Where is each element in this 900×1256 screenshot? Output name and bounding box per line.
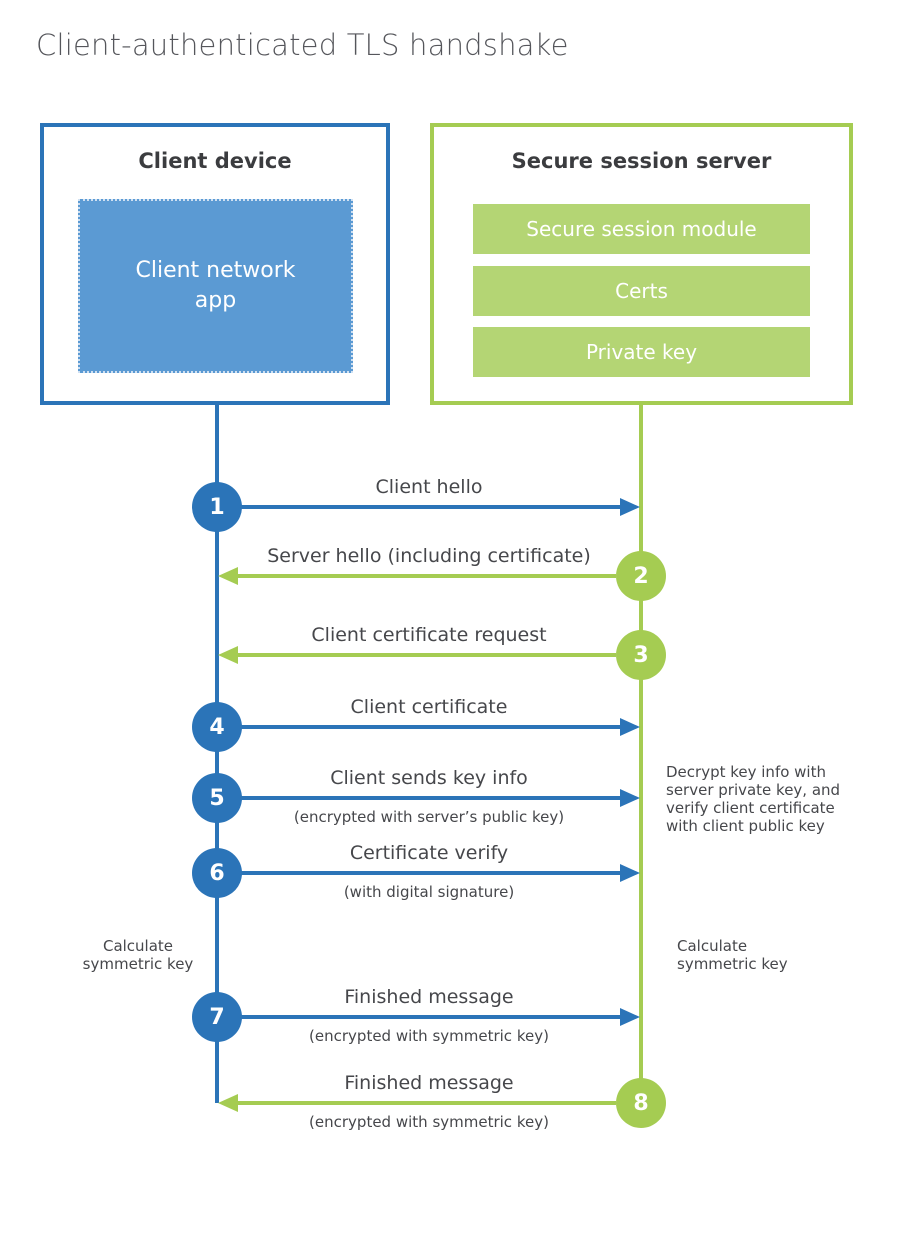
client-device-title: Client device xyxy=(138,149,292,173)
message-sub-finished-message-client: (encrypted with symmetric key) xyxy=(309,1027,549,1045)
arrowhead-left-icon xyxy=(218,567,238,585)
secure-session-server-box: Secure session server Secure session mod… xyxy=(430,123,853,405)
note-calculate-symmetric-key-server: Calculate symmetric key xyxy=(677,937,788,973)
message-label-certificate-verify: Certificate verify xyxy=(349,842,509,864)
client-network-app-label: Client network app xyxy=(135,258,296,313)
secure-session-server-title: Secure session server xyxy=(511,149,772,173)
arrowhead-right-icon xyxy=(620,498,640,516)
arrow-finished-message-server xyxy=(238,1101,616,1105)
message-label-finished-message-server: Finished message xyxy=(344,1072,514,1094)
step-circle-7: 7 xyxy=(192,992,242,1042)
step-circle-5: 5 xyxy=(192,773,242,823)
step-circle-1: 1 xyxy=(192,482,242,532)
arrow-server-hello xyxy=(238,574,616,578)
message-label-client-hello: Client hello xyxy=(375,476,483,498)
message-sub-certificate-verify: (with digital signature) xyxy=(343,883,515,901)
arrow-client-sends-key-info xyxy=(240,796,620,800)
arrow-client-hello xyxy=(240,505,620,509)
message-sub-finished-message-server: (encrypted with symmetric key) xyxy=(309,1113,549,1131)
client-network-app-box: Client network app xyxy=(78,199,353,373)
arrowhead-right-icon xyxy=(620,718,640,736)
client-device-box: Client device Client network app xyxy=(40,123,390,405)
message-sub-client-sends-key-info: (encrypted with server’s public key) xyxy=(293,808,565,826)
arrowhead-right-icon xyxy=(620,789,640,807)
note-calculate-symmetric-key-client: Calculate symmetric key xyxy=(82,937,194,973)
message-label-client-sends-key-info: Client sends key info xyxy=(330,767,528,789)
step-circle-4: 4 xyxy=(192,702,242,752)
message-label-server-hello: Server hello (including certificate) xyxy=(267,545,591,567)
arrow-client-certificate xyxy=(240,725,620,729)
server-module-certs: Certs xyxy=(473,266,810,316)
step-circle-2: 2 xyxy=(616,551,666,601)
message-label-client-certificate: Client certificate xyxy=(350,696,508,718)
client-lifeline xyxy=(215,405,219,1103)
arrow-finished-message-client xyxy=(240,1015,620,1019)
note-decrypt-key-info: Decrypt key info with server private key… xyxy=(666,763,841,835)
arrow-certificate-verify xyxy=(240,871,620,875)
message-label-finished-message-client: Finished message xyxy=(344,986,514,1008)
step-circle-8: 8 xyxy=(616,1078,666,1128)
server-module-private-key: Private key xyxy=(473,327,810,377)
step-circle-6: 6 xyxy=(192,848,242,898)
message-label-client-certificate-request: Client certificate request xyxy=(311,624,547,646)
server-module-secure-session-module: Secure session module xyxy=(473,204,810,254)
arrowhead-right-icon xyxy=(620,1008,640,1026)
step-circle-3: 3 xyxy=(616,630,666,680)
page-title: Client-authenticated TLS handshake xyxy=(36,28,569,62)
arrowhead-left-icon xyxy=(218,646,238,664)
arrow-client-certificate-request xyxy=(238,653,616,657)
arrowhead-left-icon xyxy=(218,1094,238,1112)
server-lifeline xyxy=(639,405,643,1103)
arrowhead-right-icon xyxy=(620,864,640,882)
